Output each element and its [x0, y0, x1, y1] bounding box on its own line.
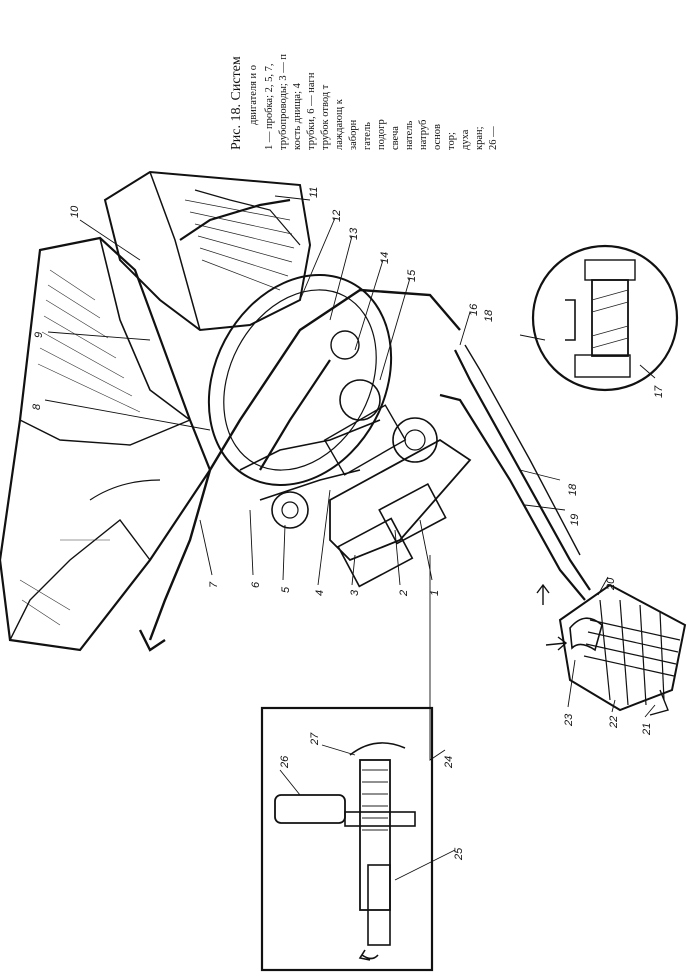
callout-26: 26 — [279, 755, 291, 769]
caption-line: кран; — [474, 126, 485, 150]
heater-assembly — [207, 273, 472, 588]
callout-7: 7 — [208, 581, 220, 588]
callout-18: 18 — [567, 483, 579, 496]
callout-5: 5 — [280, 586, 292, 593]
caption-line: трубки, 6 — нагн — [306, 72, 317, 150]
caption-line: основ — [432, 124, 443, 150]
caption-line: свеча — [390, 126, 401, 150]
caption-line: гатель — [362, 122, 373, 150]
caption-line: подогр — [376, 119, 387, 150]
callout-2: 2 — [398, 590, 410, 597]
figure-caption: Рис. 18. Систем двигателя и о 1 — пробка… — [229, 54, 499, 150]
callout-19: 19 — [569, 514, 581, 526]
caption-line: лаждающ к — [334, 98, 345, 150]
caption-line: тор; — [446, 132, 457, 150]
heater-boiler — [536, 583, 687, 716]
callout-20: 20 — [605, 577, 617, 591]
callout-1: 1 — [429, 590, 441, 596]
callout-27: 27 — [309, 732, 321, 746]
callouts: 1 2 3 4 5 6 7 8 9 10 11 12 13 14 15 16 1… — [31, 187, 665, 861]
callout-22: 22 — [608, 716, 620, 729]
caption-line: заборн — [348, 119, 359, 150]
callout-24: 24 — [443, 756, 455, 769]
caption-line: натруб — [418, 120, 429, 150]
callout-4: 4 — [314, 590, 326, 596]
engine-block — [103, 170, 312, 332]
caption-line: трубок отвод т — [320, 84, 331, 150]
callout-9: 9 — [33, 332, 45, 338]
callout-16: 16 — [468, 303, 480, 316]
caption-line: двигателя и о — [248, 65, 259, 125]
leader-lines — [44, 195, 656, 881]
callout-25: 25 — [453, 847, 465, 861]
caption-line: 1 — пробка; 2, 5, 7, — [264, 64, 275, 150]
callout-14: 14 — [379, 252, 391, 264]
callout-6: 6 — [250, 581, 262, 588]
caption-line: духа — [460, 129, 471, 150]
callout-8: 8 — [31, 403, 43, 410]
caption-title: Рис. 18. Систем — [229, 56, 244, 150]
caption-line: натель — [404, 121, 415, 150]
callout-21: 21 — [641, 723, 653, 736]
caption-line: трубопроводы; 3 — п — [278, 54, 289, 150]
caption-line: кость днища; 4 — [292, 82, 303, 150]
callout-12: 12 — [331, 210, 343, 222]
pipelines — [138, 198, 591, 652]
vehicle-hull — [0, 236, 212, 652]
caption-line: 26 — — [488, 126, 499, 150]
callout-23: 23 — [563, 713, 575, 727]
callout-17: 17 — [653, 385, 665, 398]
callout-13: 13 — [348, 227, 360, 240]
callout-15: 15 — [406, 269, 418, 282]
callout-3: 3 — [349, 589, 361, 596]
detail-inset-17 — [531, 244, 679, 392]
callout-11: 11 — [308, 187, 320, 198]
callout-18: 18 — [483, 309, 495, 322]
callout-10: 10 — [69, 205, 81, 218]
detail-inset-24 — [260, 706, 434, 972]
